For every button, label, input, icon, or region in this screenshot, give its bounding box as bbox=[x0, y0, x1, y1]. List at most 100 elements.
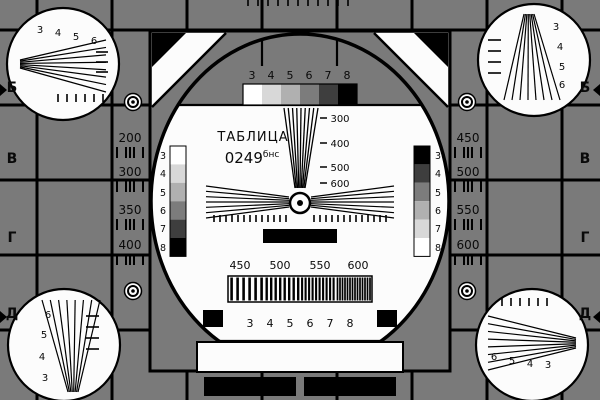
bullseye-dot bbox=[131, 289, 135, 293]
right-wedge-line bbox=[310, 196, 395, 201]
bullseye-ring bbox=[127, 96, 139, 108]
right-steps-border bbox=[413, 145, 431, 257]
grayscale-step bbox=[338, 84, 357, 105]
fan-line bbox=[74, 299, 85, 393]
right-step bbox=[414, 146, 430, 165]
grayscale-scale-border bbox=[242, 83, 358, 106]
fan-line bbox=[19, 63, 107, 71]
corner-label: 4 bbox=[55, 28, 61, 39]
card-code: 0249бнс bbox=[225, 149, 280, 167]
corner-black-triangle-left bbox=[152, 33, 186, 67]
bullseye-dot bbox=[465, 100, 469, 104]
vertical-fan-line bbox=[287, 107, 297, 189]
fan-line bbox=[487, 338, 577, 343]
right-panel-value: 600 bbox=[457, 238, 480, 252]
burst-label: 500 bbox=[270, 259, 291, 272]
corner-label: 5 bbox=[559, 62, 565, 73]
frequency-panel-labels: 200 300 350 400 450 500 550 600 bbox=[119, 131, 480, 252]
left-wedge-line bbox=[205, 203, 290, 208]
right-steps-label: 7 bbox=[435, 224, 441, 235]
right-steps-label: 3 bbox=[435, 151, 441, 162]
left-panel-value: 400 bbox=[119, 238, 142, 252]
fan-mark-label: 400 bbox=[330, 139, 349, 150]
fan-line bbox=[487, 345, 577, 363]
corner-label: 5 bbox=[73, 32, 79, 43]
black-square-left bbox=[203, 310, 223, 327]
left-panel-value: 200 bbox=[119, 131, 142, 145]
fan-mark-label: 600 bbox=[330, 179, 349, 190]
top-scale-label: 5 bbox=[287, 69, 294, 82]
bullseye-ring bbox=[461, 285, 473, 297]
fan-line bbox=[487, 343, 577, 348]
corner-label: 3 bbox=[553, 22, 559, 33]
left-wedge-line bbox=[205, 190, 290, 200]
fan-line bbox=[41, 299, 69, 393]
top-edge-ticks bbox=[247, 0, 349, 6]
fan-line bbox=[529, 13, 537, 101]
burst-label: 550 bbox=[310, 259, 331, 272]
fan-line bbox=[487, 347, 577, 371]
vertical-fan-line bbox=[296, 107, 300, 189]
fan-line bbox=[487, 330, 577, 342]
fan-line bbox=[19, 54, 107, 63]
corner-label: 4 bbox=[39, 352, 45, 363]
left-panel-value: 350 bbox=[119, 203, 142, 217]
left-step bbox=[170, 164, 186, 183]
fan-mark-label: 300 bbox=[330, 114, 349, 125]
bottom-scale-label: 5 bbox=[287, 317, 294, 330]
top-scale-label: 6 bbox=[306, 69, 313, 82]
bottom-scale-label: 4 bbox=[267, 317, 274, 330]
right-step bbox=[414, 182, 430, 202]
card-title: ТАБЛИЦА bbox=[216, 130, 288, 145]
corner-diagonal-left bbox=[151, 32, 227, 108]
left-wedge-line bbox=[205, 204, 290, 214]
right-wedge-line bbox=[310, 190, 395, 200]
corner-fan-top-left bbox=[19, 39, 108, 102]
bullseye-dot bbox=[131, 100, 135, 104]
fan-line bbox=[73, 299, 76, 393]
bottom-scale-label: 8 bbox=[347, 317, 354, 330]
bullseye-ring bbox=[461, 96, 473, 108]
row-letter-left: Б bbox=[7, 80, 18, 96]
left-steps-label: 8 bbox=[160, 243, 166, 254]
left-step bbox=[170, 146, 186, 165]
right-panel-value: 550 bbox=[457, 203, 480, 217]
bullseye-ring bbox=[127, 285, 139, 297]
right-steps-label: 5 bbox=[435, 188, 441, 199]
center-black-bar bbox=[263, 229, 337, 243]
corner-label: 4 bbox=[527, 359, 533, 370]
right-step bbox=[414, 219, 430, 238]
left-step bbox=[170, 238, 186, 257]
edge-triangle-icon bbox=[0, 84, 7, 96]
fan-line bbox=[19, 66, 107, 86]
left-steps-label: 3 bbox=[160, 151, 166, 162]
bottom-scale-label: 7 bbox=[327, 317, 334, 330]
fan-mark-label: 500 bbox=[330, 163, 349, 174]
right-step bbox=[414, 164, 430, 183]
fan-line bbox=[511, 13, 527, 101]
burst-label: 450 bbox=[230, 259, 251, 272]
fan-line bbox=[19, 65, 107, 78]
right-step bbox=[414, 201, 430, 220]
left-step bbox=[170, 182, 186, 202]
bottom-scale-label: 3 bbox=[247, 317, 254, 330]
top-scale-label: 3 bbox=[249, 69, 256, 82]
corner-fan-bottom-right bbox=[487, 298, 577, 371]
row-letter-left: Г bbox=[8, 230, 17, 246]
corner-label: 3 bbox=[42, 373, 48, 384]
right-wedge-line bbox=[310, 185, 395, 198]
corner-fan-bottom-left bbox=[41, 299, 101, 393]
grayscale-step bbox=[243, 84, 262, 105]
fan-line bbox=[66, 299, 73, 393]
top-scale-label: 8 bbox=[344, 69, 351, 82]
right-wedge-line bbox=[310, 203, 395, 208]
corner-label: 3 bbox=[37, 25, 43, 36]
corner-label: 6 bbox=[45, 310, 51, 321]
fan-line bbox=[19, 46, 107, 62]
corner-diagonal-right bbox=[373, 32, 449, 108]
frequency-bar-groups bbox=[116, 147, 482, 265]
fan-line bbox=[487, 344, 577, 356]
corner-circle-top-left bbox=[5, 6, 121, 122]
vertical-fan-line bbox=[300, 107, 306, 189]
